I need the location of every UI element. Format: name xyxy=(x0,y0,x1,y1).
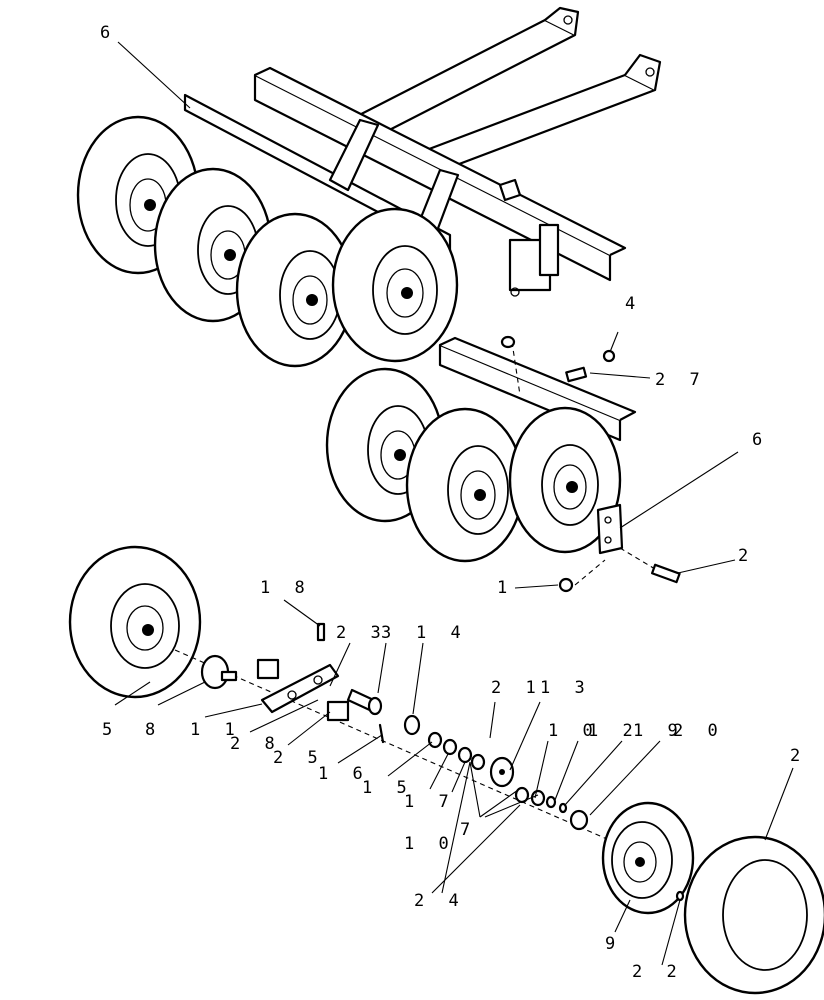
plate-25 xyxy=(326,700,350,722)
wheel xyxy=(235,212,355,368)
washer-17 xyxy=(442,738,458,756)
wheel xyxy=(508,406,622,554)
valve-22 xyxy=(675,890,685,902)
wheel-arm xyxy=(328,118,380,192)
callout-28: 2 8 xyxy=(230,734,282,754)
tire-5 xyxy=(68,545,202,699)
callout-21: 2 1 xyxy=(491,678,543,698)
rim-9 xyxy=(601,801,695,915)
callout-4: 4 xyxy=(625,294,643,314)
callout-1: 1 xyxy=(497,578,515,598)
callout-16: 1 6 xyxy=(318,764,370,784)
callout-6-mid: 6 xyxy=(752,430,770,450)
seal-15 xyxy=(427,731,443,749)
tire-26 xyxy=(683,835,824,995)
callout-9: 9 xyxy=(605,934,623,954)
arm-11 xyxy=(260,663,340,714)
bearing-10 xyxy=(457,746,473,764)
wheel xyxy=(331,207,459,363)
bearing-14 xyxy=(403,714,421,736)
callout-17: 1 7 xyxy=(404,792,456,812)
callout-7: 7 xyxy=(460,820,478,840)
callout-8: 8 xyxy=(145,720,163,740)
mount-plate xyxy=(596,503,624,555)
pin-18 xyxy=(316,622,326,642)
callout-5: 5 xyxy=(102,720,120,740)
callout-14: 1 4 xyxy=(416,623,468,643)
race-7 xyxy=(470,753,486,771)
callout-10-bot: 1 0 xyxy=(404,834,456,854)
callout-23: 2 3 xyxy=(336,623,388,643)
leader-lines xyxy=(114,41,794,966)
callout-13: 1 3 xyxy=(540,678,592,698)
nut-19 xyxy=(558,802,568,814)
callout-3: 3 xyxy=(381,623,399,643)
callout-12: 1 2 xyxy=(588,721,640,741)
callout-26: 2 6 xyxy=(790,746,824,766)
middle-wheel-assembly xyxy=(325,335,681,593)
top-wheel-assembly xyxy=(76,6,662,368)
nut-1 xyxy=(558,577,574,593)
cap-20 xyxy=(569,809,589,831)
callout-10-top: 1 0 xyxy=(548,721,600,741)
pin-27 xyxy=(565,366,588,383)
callout-2: 2 xyxy=(738,546,756,566)
wheel xyxy=(405,407,525,563)
plate-23 xyxy=(256,658,280,680)
callout-27: 2 7 xyxy=(655,370,707,390)
bearing-10b xyxy=(530,789,546,807)
callout-18: 1 8 xyxy=(260,578,312,598)
callout-20: 2 0 xyxy=(673,721,725,741)
callout-22: 2 2 xyxy=(632,962,684,982)
callout-6-top: 6 xyxy=(100,23,118,43)
exploded-hub xyxy=(68,545,824,995)
callout-24: 2 4 xyxy=(414,891,466,911)
callout-25: 2 5 xyxy=(273,748,325,768)
nut xyxy=(500,335,516,349)
washer-12 xyxy=(545,795,557,809)
bolt-2 xyxy=(650,563,681,584)
callout-19: 1 9 xyxy=(633,721,685,741)
hub-stub xyxy=(220,670,238,682)
nut-4 xyxy=(602,349,616,363)
callout-11: 1 1 xyxy=(190,720,242,740)
callout-15: 1 5 xyxy=(362,778,414,798)
